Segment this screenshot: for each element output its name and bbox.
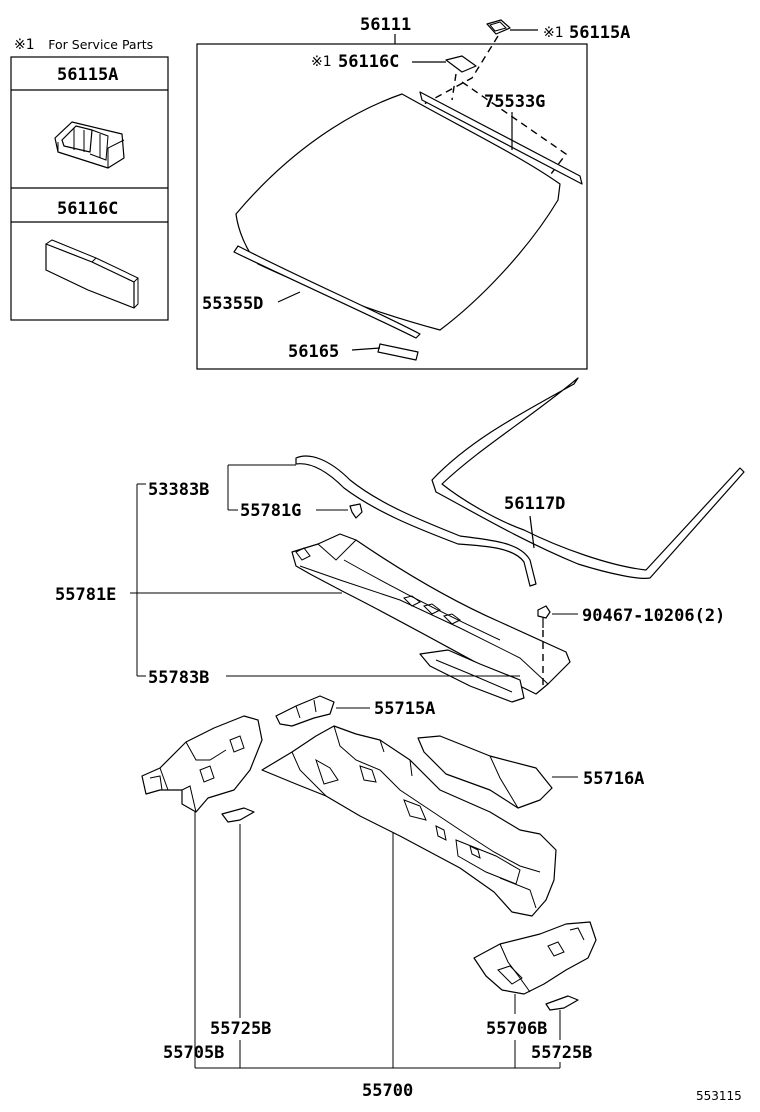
label-55725B-left: 55725B — [210, 1019, 271, 1039]
bracket-55705B-drawing — [141, 715, 263, 813]
bracket-55706B-drawing — [473, 921, 597, 995]
part-56165-drawing — [377, 343, 419, 361]
windshield-group-box — [196, 43, 588, 370]
dash-panel-55700-drawing — [261, 725, 557, 917]
label-55706B: 55706B — [486, 1019, 547, 1039]
label-55716A: 55716A — [583, 769, 644, 789]
label-55355D: 55355D — [202, 294, 263, 314]
weatherstrip-53383B-drawing — [295, 455, 537, 587]
spacer-56116C-drawing — [445, 55, 477, 73]
label-75533G: 75533G — [484, 92, 545, 112]
cowl-top-panel-55781E-drawing — [291, 533, 571, 695]
clip-55781G-drawing — [349, 503, 363, 519]
leader-56117D — [529, 515, 535, 549]
service-item-label-56115A: 56115A — [57, 65, 118, 85]
label-55705B: 55705B — [163, 1043, 224, 1063]
label-56116C: 56116C — [338, 52, 399, 72]
label-56115A: 56115A — [569, 23, 630, 43]
label-90467-10206: 90467-10206(2) — [582, 606, 725, 626]
label-55700: 55700 — [362, 1081, 413, 1101]
label-53383B: 53383B — [148, 480, 209, 500]
mark-56115A: ※1 — [543, 25, 564, 41]
dashed-placement-line — [451, 73, 457, 101]
label-55783B: 55783B — [148, 668, 209, 688]
diagram-reference-number: 553115 — [696, 1089, 742, 1103]
spacer-56116C-detail-drawing — [45, 239, 139, 309]
leader-56165 — [351, 347, 381, 351]
label-55725B-right: 55725B — [531, 1043, 592, 1063]
moulding-75533G-drawing — [419, 91, 583, 185]
mark-56116C: ※1 — [311, 54, 332, 70]
insulator-55716A-drawing — [417, 735, 553, 809]
clip-56115A-detail-drawing — [54, 121, 125, 169]
service-note-mark: ※1 — [14, 37, 35, 53]
service-note-text: For Service Parts — [48, 37, 153, 52]
dashed-placement-line — [423, 35, 499, 105]
service-note: ※1 For Service Parts — [14, 34, 153, 53]
label-56111: 56111 — [360, 15, 411, 35]
dashed-placement-line — [461, 81, 567, 179]
clip-56115A-drawing — [486, 19, 511, 35]
label-56117D: 56117D — [504, 494, 565, 514]
service-item-label-56116C: 56116C — [57, 199, 118, 219]
plate-55725B-left-drawing — [221, 807, 255, 823]
windshield-glass-drawing — [235, 93, 561, 331]
plate-55725B-right-drawing — [545, 995, 579, 1011]
moulding-55355D-drawing — [233, 245, 421, 339]
bolt-90467-10206-drawing — [537, 605, 551, 619]
label-55715A: 55715A — [374, 699, 435, 719]
glass-56117D-drawing — [431, 377, 745, 579]
bracket-55715A-drawing — [275, 695, 335, 727]
label-55781G: 55781G — [240, 501, 301, 521]
leader-55355D — [277, 291, 301, 303]
label-56165: 56165 — [288, 342, 339, 362]
label-55781E: 55781E — [55, 585, 116, 605]
